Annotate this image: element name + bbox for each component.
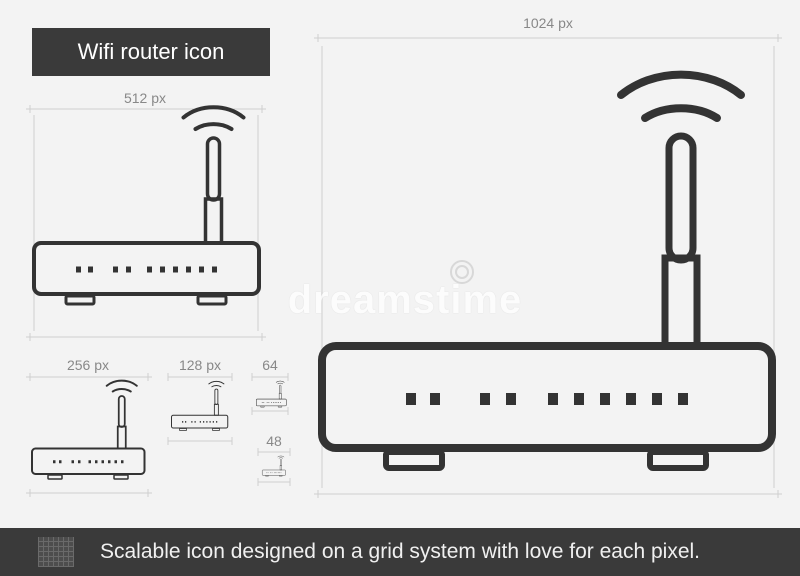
- size-label-1024: 1024 px: [523, 15, 573, 31]
- router-icon-128: [171, 380, 229, 431]
- guide-frames: [26, 34, 782, 498]
- footer-bar: [0, 528, 800, 576]
- footer-text: Scalable icon designed on a grid system …: [100, 540, 700, 563]
- grid-icon: [38, 537, 74, 567]
- router-icon-256: [31, 379, 146, 480]
- watermark-text: dreamstime: [287, 278, 523, 322]
- size-label-256: 256 px: [66, 357, 110, 373]
- router-icon-1024: [322, 75, 772, 468]
- router-icon-512: [32, 105, 261, 306]
- router-icon-64: [256, 380, 287, 408]
- watermark-logo-icon: [450, 260, 474, 284]
- size-label-48: 48: [266, 433, 282, 449]
- router-icon-48: [262, 455, 286, 477]
- size-label-512: 512 px: [123, 90, 167, 106]
- size-label-128: 128 px: [178, 357, 222, 373]
- title-banner: Wifi router icon: [32, 28, 270, 76]
- size-label-64: 64: [262, 357, 278, 373]
- page-title: Wifi router icon: [77, 39, 225, 64]
